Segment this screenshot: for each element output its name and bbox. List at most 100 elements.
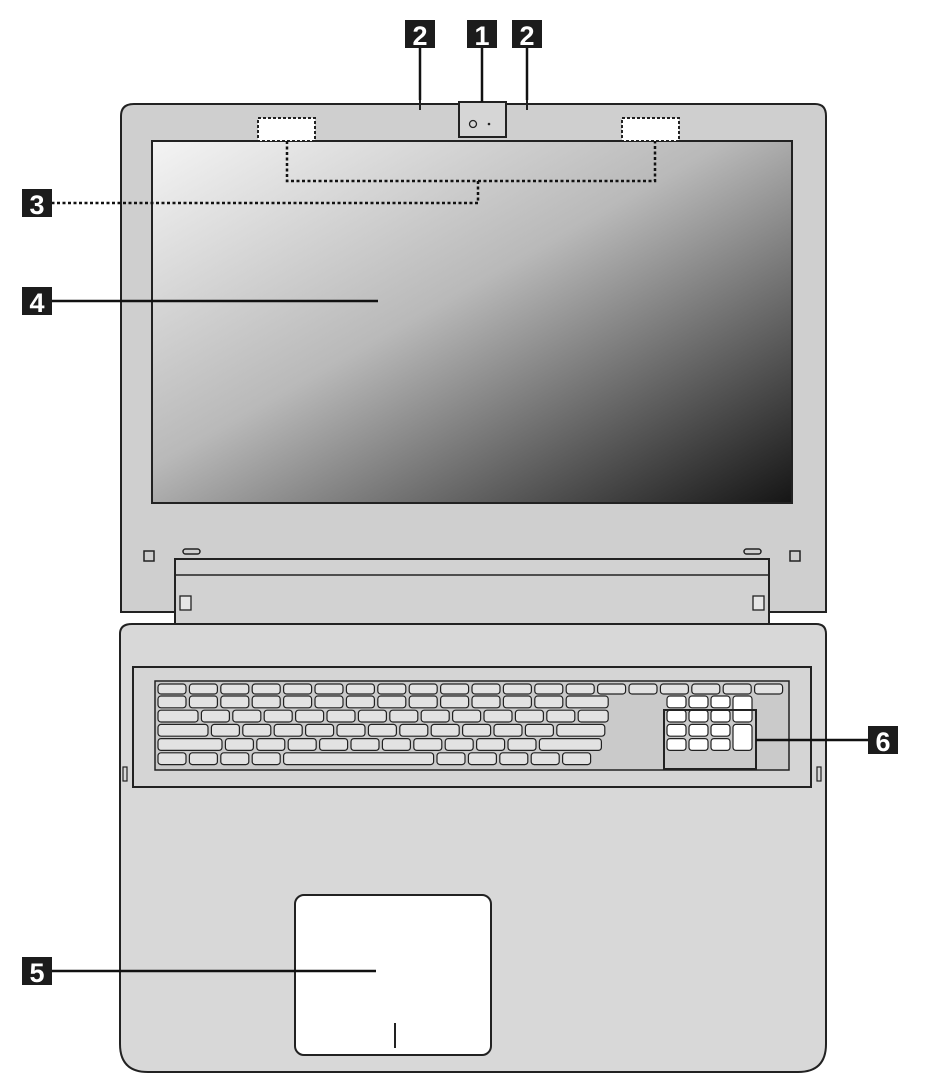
keyboard-key — [538, 737, 603, 751]
hinge — [174, 558, 770, 632]
keyboard-key — [220, 683, 250, 695]
keyboard-key — [326, 709, 356, 723]
keyboard-key — [157, 695, 187, 709]
keyboard-key — [732, 723, 753, 752]
callout-2b-badge — [512, 20, 542, 48]
keyboard-key — [546, 709, 576, 723]
keyboard-key — [507, 737, 537, 751]
keyboard-key — [200, 709, 230, 723]
callout-5: 5 — [22, 957, 52, 988]
side-mark-right — [816, 766, 822, 782]
keyboard-key — [381, 737, 411, 751]
callout-6-badge — [868, 726, 898, 754]
keyboard-key — [408, 683, 438, 695]
keyboard-key — [220, 752, 250, 766]
keyboard-key — [220, 695, 250, 709]
keyboard-key — [399, 723, 429, 737]
callout-6: 6 — [868, 726, 898, 757]
keyboard-key — [577, 709, 609, 723]
keyboard-key — [319, 737, 349, 751]
keyboard-key — [263, 709, 293, 723]
bezel-indicator-left — [143, 550, 155, 562]
keyboard-key — [251, 695, 281, 709]
keyboard-key — [287, 737, 317, 751]
keyboard-key — [534, 695, 564, 709]
keyboard-key — [273, 723, 303, 737]
hinge-clip-right — [752, 595, 765, 611]
keyboard-key — [483, 709, 513, 723]
keyboard-key — [534, 683, 564, 695]
keyboard-key — [476, 737, 506, 751]
callout-6-label: 6 — [875, 727, 890, 757]
callout-4-label: 4 — [29, 288, 44, 318]
keyboard-key — [452, 709, 482, 723]
keyboard-key — [561, 752, 592, 766]
keyboard-key — [502, 695, 532, 709]
keyboard-key — [753, 683, 784, 695]
callout-3-label: 3 — [29, 190, 44, 220]
hinge-clip-left — [179, 595, 192, 611]
keyboard-key — [659, 683, 690, 695]
keyboard-key — [471, 695, 501, 709]
keyboard-key — [666, 695, 687, 709]
keyboard-key — [688, 709, 709, 723]
keyboard-key — [565, 695, 609, 709]
keyboard-key — [499, 752, 529, 766]
keyboard-key — [710, 737, 731, 751]
callout-5-badge — [22, 957, 52, 985]
keyboard-key — [188, 752, 218, 766]
keyboard-key — [666, 737, 687, 751]
keyboard-key — [413, 737, 443, 751]
keyboard-key — [157, 683, 187, 695]
keyboard-key — [305, 723, 335, 737]
keyboard-key — [377, 683, 407, 695]
callout-2b-label: 2 — [519, 21, 534, 51]
leader-3 — [52, 181, 480, 205]
keyboard-key — [345, 695, 375, 709]
keyboard-key — [530, 752, 560, 766]
keyboard-key — [556, 723, 606, 737]
keyboard-key — [188, 695, 218, 709]
callout-3-badge — [22, 189, 52, 217]
keyboard-key — [283, 695, 313, 709]
keyboard-key — [514, 709, 545, 723]
keyboard-key — [440, 695, 470, 709]
keyboard-key — [283, 752, 435, 766]
keyboard-key — [440, 683, 470, 695]
touchpad — [294, 894, 492, 1056]
keyboard-key — [688, 695, 709, 709]
keyboard-key — [462, 723, 492, 737]
keyboard-keys — [157, 683, 784, 766]
leader-lines — [52, 48, 868, 973]
camera-indicator-icon — [487, 122, 491, 126]
display-lid — [120, 100, 827, 632]
keyboard-key — [710, 723, 731, 737]
keyboard-key — [295, 709, 325, 723]
bezel-slot-right — [743, 548, 762, 555]
callout-1: 1 — [467, 20, 497, 51]
keyboard-key — [314, 683, 344, 695]
keyboard-key — [157, 709, 199, 723]
laptop-base — [119, 623, 827, 1073]
keyboard-key — [524, 723, 555, 737]
callout-1-badge — [467, 20, 497, 48]
keyboard-key — [408, 695, 438, 709]
keyboard-key — [251, 752, 281, 766]
keyboard-key — [467, 752, 497, 766]
keyboard-key — [157, 752, 187, 766]
callout-4: 4 — [22, 287, 52, 318]
keyboard-key — [565, 683, 595, 695]
keyboard-key — [336, 723, 366, 737]
keyboard-key — [710, 695, 731, 709]
callout-1-label: 1 — [474, 21, 489, 51]
antenna-right — [621, 117, 680, 142]
keyboard-key — [232, 709, 262, 723]
keyboard-key — [357, 709, 387, 723]
keyboard-key — [345, 683, 375, 695]
keyboard-key — [688, 737, 709, 751]
antenna-left — [257, 117, 316, 142]
keyboard-key — [350, 737, 380, 751]
keyboard-key — [628, 683, 658, 695]
keyboard-key — [188, 683, 218, 695]
